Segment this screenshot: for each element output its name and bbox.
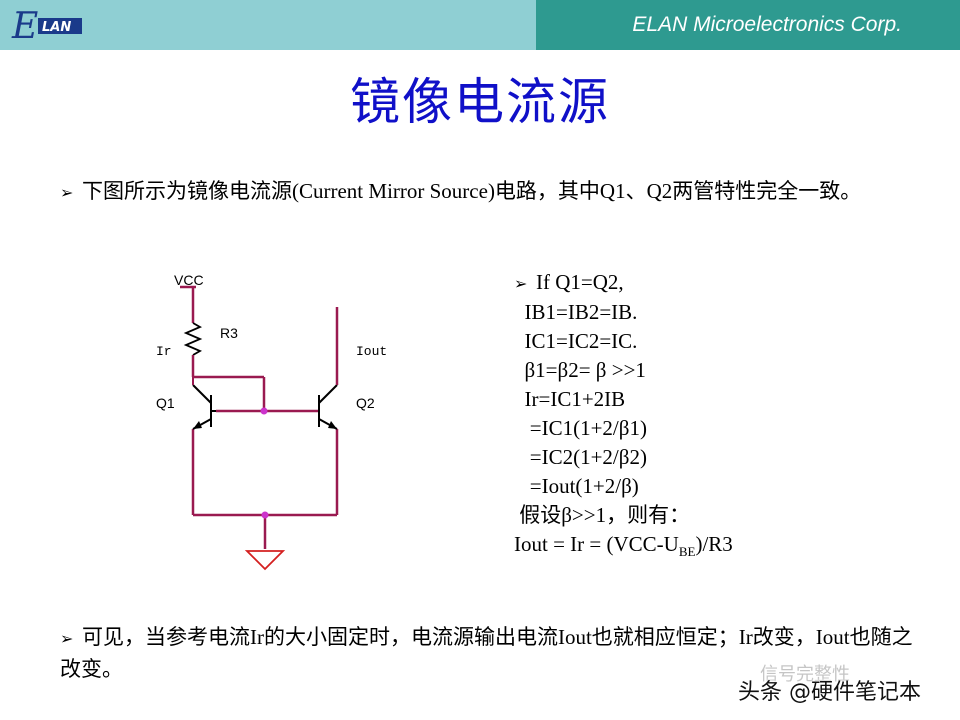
watermark-faint: 信号完整性 [760,664,850,685]
header-right-band [536,0,960,50]
elan-logo-icon: E LAN [11,6,82,46]
equation-line: =IC2(1+2/β2) [514,445,647,469]
bullet-arrow-icon: ➢ [60,183,74,202]
ground-icon [244,550,286,571]
logo-text: LAN [42,20,71,35]
conclusion-bullet: ➢可见，当参考电流Ir的大小固定时，电流源输出电流Iout也就相应恒定；Ir改变… [60,622,930,684]
q1-collector-leg [192,384,212,404]
corp-name: ELAN Microelectronics Corp. [632,13,902,36]
r3-label: R3 [220,325,238,341]
q2-label: Q2 [356,395,375,411]
q2-collector-leg [318,384,338,404]
q1-emitter-arrow-icon [193,421,202,429]
iout-label: Iout [356,344,387,359]
intro-bullet: ➢ 下图所示为镜像电流源(Current Mirror Source)电路，其中Q… [60,176,910,208]
final-equation: Iout = Ir = (VCC-UBE)/R3 [514,532,733,560]
header-left-band [0,0,536,50]
equation-line: IC1=IC2=IC. [514,329,638,353]
q2-emitter-arrow-icon [328,421,337,429]
bottom-node [261,511,269,519]
equation-line: β1=β2= β >>1 [514,358,646,382]
equation-list: ➢If Q1=Q2, IB1=IB2=IB. IC1=IC2=IC. β1=β2… [514,268,733,566]
equation-line: 假设β>>1，则有： [514,503,691,527]
equation-line: ➢If Q1=Q2, [514,268,733,298]
q1-label: Q1 [156,395,175,411]
intro-text: 下图所示为镜像电流源(Current Mirror Source)电路，其中Q1… [82,179,862,203]
base-node [260,407,268,415]
equation-line: =IC1(1+2/β1) [514,416,647,440]
header-bar: E LAN ELAN Microelectronics Corp. [0,0,960,50]
watermark-main: 头条 @硬件笔记本 [738,680,921,705]
bullet-arrow-icon: ➢ [60,629,74,648]
equation-line: =Iout(1+2/β) [514,474,639,498]
vcc-label: VCC [174,272,204,288]
svg-text:E: E [11,6,38,46]
conclusion-text: 可见，当参考电流Ir的大小固定时，电流源输出电流Iout也就相应恒定；Ir改变，… [60,625,913,681]
equation-line: IB1=IB2=IB. [514,300,638,324]
equation-line: Ir=IC1+2IB [514,387,626,411]
bullet-arrow-icon: ➢ [514,274,528,293]
resistor-r3 [183,322,203,356]
current-mirror-circuit: VCC R3 Q1 Q2 Ir Iout [156,272,387,571]
ir-label: Ir [156,344,172,359]
page-title: 镜像电流源 [350,73,610,131]
